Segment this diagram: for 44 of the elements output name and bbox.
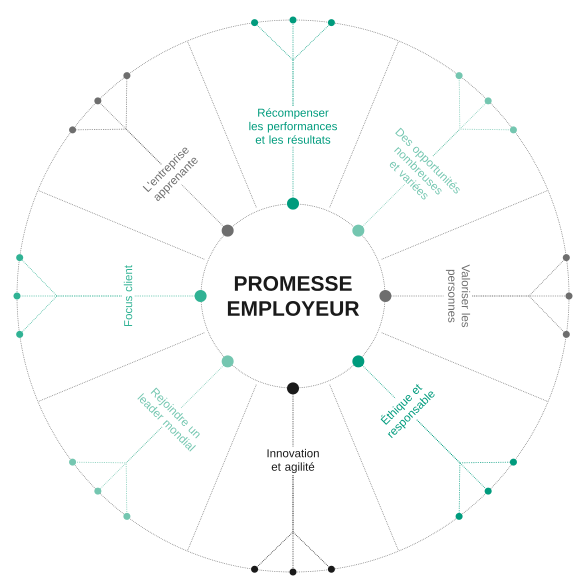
branch-dot xyxy=(510,458,517,466)
spoke-connector xyxy=(181,184,234,237)
branch-dot xyxy=(510,126,517,134)
branch-dot xyxy=(14,292,20,300)
branch-dot xyxy=(328,19,335,26)
spoke-label: Innovation et agilité xyxy=(268,448,319,474)
branch-dot xyxy=(94,488,102,495)
branch-dot xyxy=(290,16,296,24)
branch-dot xyxy=(16,330,24,338)
spoke-connector xyxy=(134,290,207,302)
branch-dot xyxy=(456,72,463,80)
spoke-label: Focus client xyxy=(124,265,132,326)
spoke-connector xyxy=(379,290,444,302)
branch-connector xyxy=(432,128,510,156)
branch-connector xyxy=(256,474,294,568)
branch-dot xyxy=(123,72,130,80)
spoke-connector xyxy=(287,382,299,448)
branch-dot xyxy=(69,126,76,134)
branch-dot xyxy=(562,254,570,262)
spoke-connector xyxy=(352,184,406,237)
branch-dot xyxy=(123,512,130,520)
branch-dot xyxy=(562,330,570,338)
branch-dot xyxy=(251,566,258,573)
branch-connector xyxy=(472,296,564,332)
branch-dot xyxy=(484,488,492,495)
branch-dot xyxy=(456,512,463,520)
branch-dot xyxy=(94,97,102,104)
branch-dot xyxy=(251,19,258,26)
branch-connector xyxy=(292,24,330,106)
branch-dot xyxy=(484,97,492,104)
branch-connector xyxy=(22,260,122,296)
branch-connector xyxy=(126,78,162,165)
branch-connector xyxy=(416,419,460,514)
spoke-label: Récompenser les performances et les résultats xyxy=(249,108,337,144)
branch-dot xyxy=(69,458,76,466)
branch-dot xyxy=(290,568,296,576)
spoke-connector xyxy=(287,146,299,210)
spoke-connector xyxy=(180,355,234,409)
branch-dot xyxy=(328,566,335,573)
spoke-connector xyxy=(352,355,396,399)
branch-dot xyxy=(566,292,572,300)
branch-connector xyxy=(76,426,162,464)
spoke-label: Valoriser les personnes xyxy=(446,264,470,328)
branch-dot xyxy=(16,254,24,262)
